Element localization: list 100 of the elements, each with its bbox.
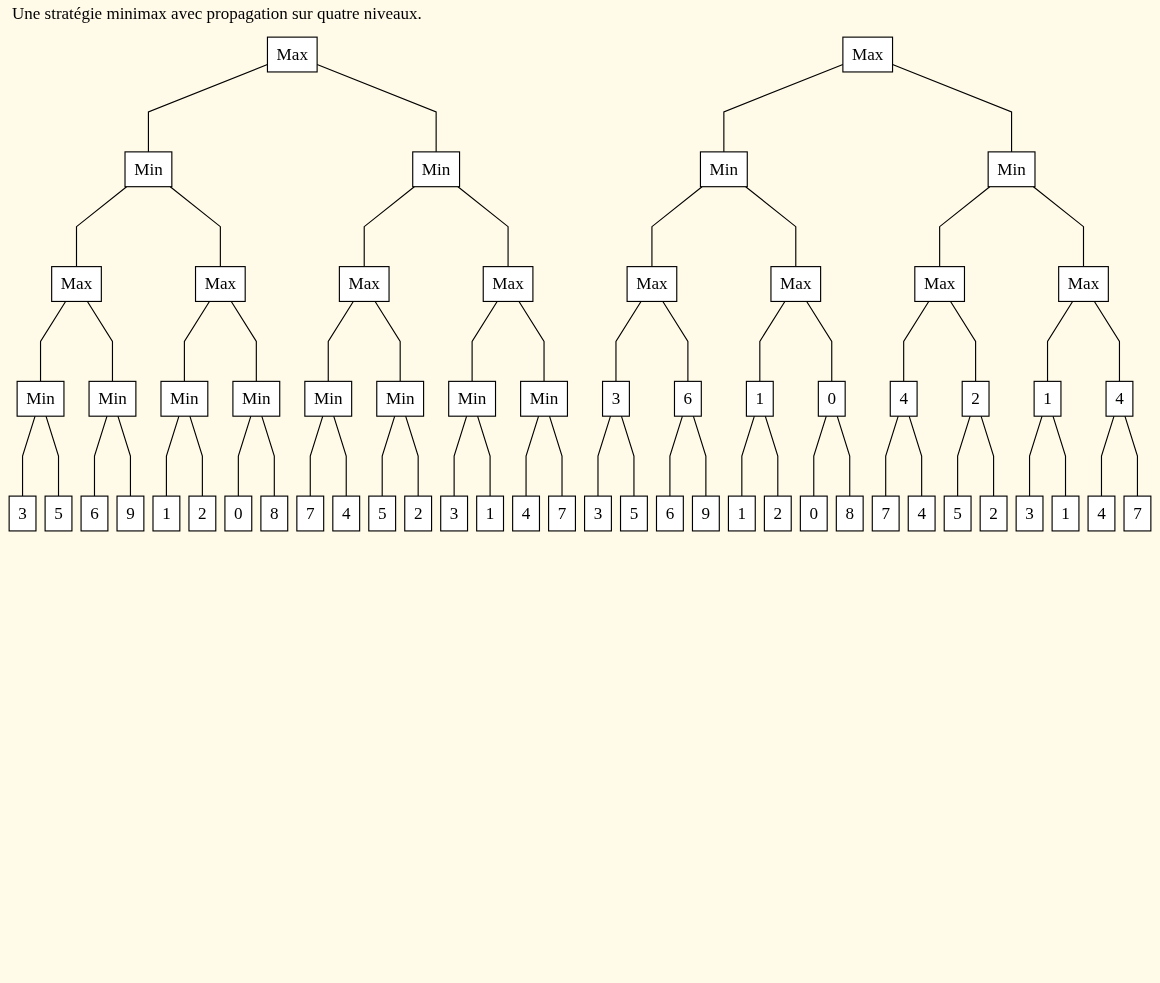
node-box: 6	[673, 380, 702, 417]
connector	[957, 415, 971, 497]
caption: Une stratégie minimax avec propagation sur quatre niveaux.	[11, 3, 423, 25]
connector	[333, 415, 347, 497]
connector	[117, 415, 131, 497]
node-box: 2	[188, 495, 217, 532]
node-box: 4	[512, 495, 541, 532]
node-box: 5	[44, 495, 73, 532]
connector	[381, 415, 396, 497]
connector	[950, 300, 977, 382]
node-box: 9	[116, 495, 145, 532]
node-box: 3	[440, 495, 469, 532]
node-box: 7	[871, 495, 900, 532]
connector	[237, 415, 252, 497]
node-box: 1	[727, 495, 756, 532]
node-box: Min	[16, 380, 65, 417]
node-box: Max	[194, 266, 246, 302]
connector	[903, 300, 930, 382]
node-box: 6	[80, 495, 109, 532]
node-box: 3	[584, 495, 612, 532]
connector	[363, 186, 415, 268]
connector	[662, 300, 689, 382]
connector	[813, 415, 827, 497]
connector	[93, 415, 108, 497]
node-box: Min	[232, 380, 281, 417]
node-box: 0	[817, 380, 846, 417]
connector	[1093, 300, 1121, 382]
node-box: 8	[260, 495, 289, 532]
connector	[39, 300, 67, 382]
node-box: Max	[51, 266, 102, 302]
node-box: 5	[619, 495, 648, 532]
node-box: Max	[626, 266, 678, 302]
node-box: 5	[943, 495, 972, 532]
connector	[189, 415, 203, 497]
connector	[405, 415, 419, 497]
connector	[471, 300, 498, 382]
connector	[183, 300, 210, 382]
node-box: 4	[332, 495, 361, 532]
connector	[764, 415, 779, 497]
node-box: Max	[914, 266, 966, 302]
node-box: 3	[8, 495, 37, 532]
node-box: 4	[889, 380, 918, 417]
connector	[45, 415, 60, 497]
connector	[169, 186, 221, 268]
connector	[22, 415, 36, 497]
node-box: Min	[699, 151, 748, 188]
node-box: 1	[745, 380, 774, 417]
node-box: 7	[296, 495, 325, 532]
node-box: 1	[1033, 380, 1062, 417]
connector	[457, 186, 509, 268]
connector	[836, 415, 851, 497]
connector	[620, 415, 635, 497]
connector	[230, 300, 257, 382]
node-box: 1	[476, 495, 505, 532]
node-box: 4	[1105, 380, 1134, 417]
node-box: 2	[404, 495, 433, 532]
connector	[86, 300, 114, 382]
node-box: 1	[1051, 495, 1080, 532]
node-box: Min	[304, 380, 353, 417]
connector	[806, 300, 833, 382]
connector	[518, 300, 545, 382]
node-box: Max	[482, 266, 534, 302]
connector	[908, 415, 923, 497]
node-box: 1	[152, 495, 181, 532]
connector	[1046, 300, 1074, 382]
connector	[1124, 415, 1138, 497]
node-box: 3	[601, 380, 630, 417]
node-box: Min	[376, 380, 425, 417]
node-box: 9	[691, 495, 720, 532]
connector	[75, 186, 128, 268]
node-box: Min	[987, 151, 1036, 188]
connector	[1100, 415, 1115, 497]
connector	[615, 300, 642, 382]
node-box: Max	[338, 266, 390, 302]
connector	[327, 300, 354, 382]
node-box: Min	[448, 380, 497, 417]
node-box: 2	[961, 380, 990, 417]
node-box: 7	[1123, 495, 1152, 532]
connector	[741, 415, 755, 497]
connector	[525, 415, 540, 497]
connector	[669, 415, 683, 497]
connector	[597, 415, 612, 497]
connector	[548, 415, 563, 497]
node-box: Min	[88, 380, 137, 417]
node-box: 0	[224, 495, 253, 532]
node-box: Max	[842, 36, 894, 73]
node-box: 6	[655, 495, 684, 532]
connector	[1032, 186, 1085, 268]
node-box: Max	[770, 266, 822, 302]
node-box: 2	[979, 495, 1008, 532]
node-box: Max	[1058, 266, 1109, 302]
connector	[477, 415, 491, 497]
connector	[651, 186, 703, 268]
connector	[939, 186, 991, 268]
connector	[1052, 415, 1067, 497]
connector	[745, 186, 797, 268]
node-box: 0	[799, 495, 828, 532]
node-box: 2	[763, 495, 792, 532]
node-box: 5	[368, 495, 397, 532]
connector	[1029, 415, 1043, 497]
